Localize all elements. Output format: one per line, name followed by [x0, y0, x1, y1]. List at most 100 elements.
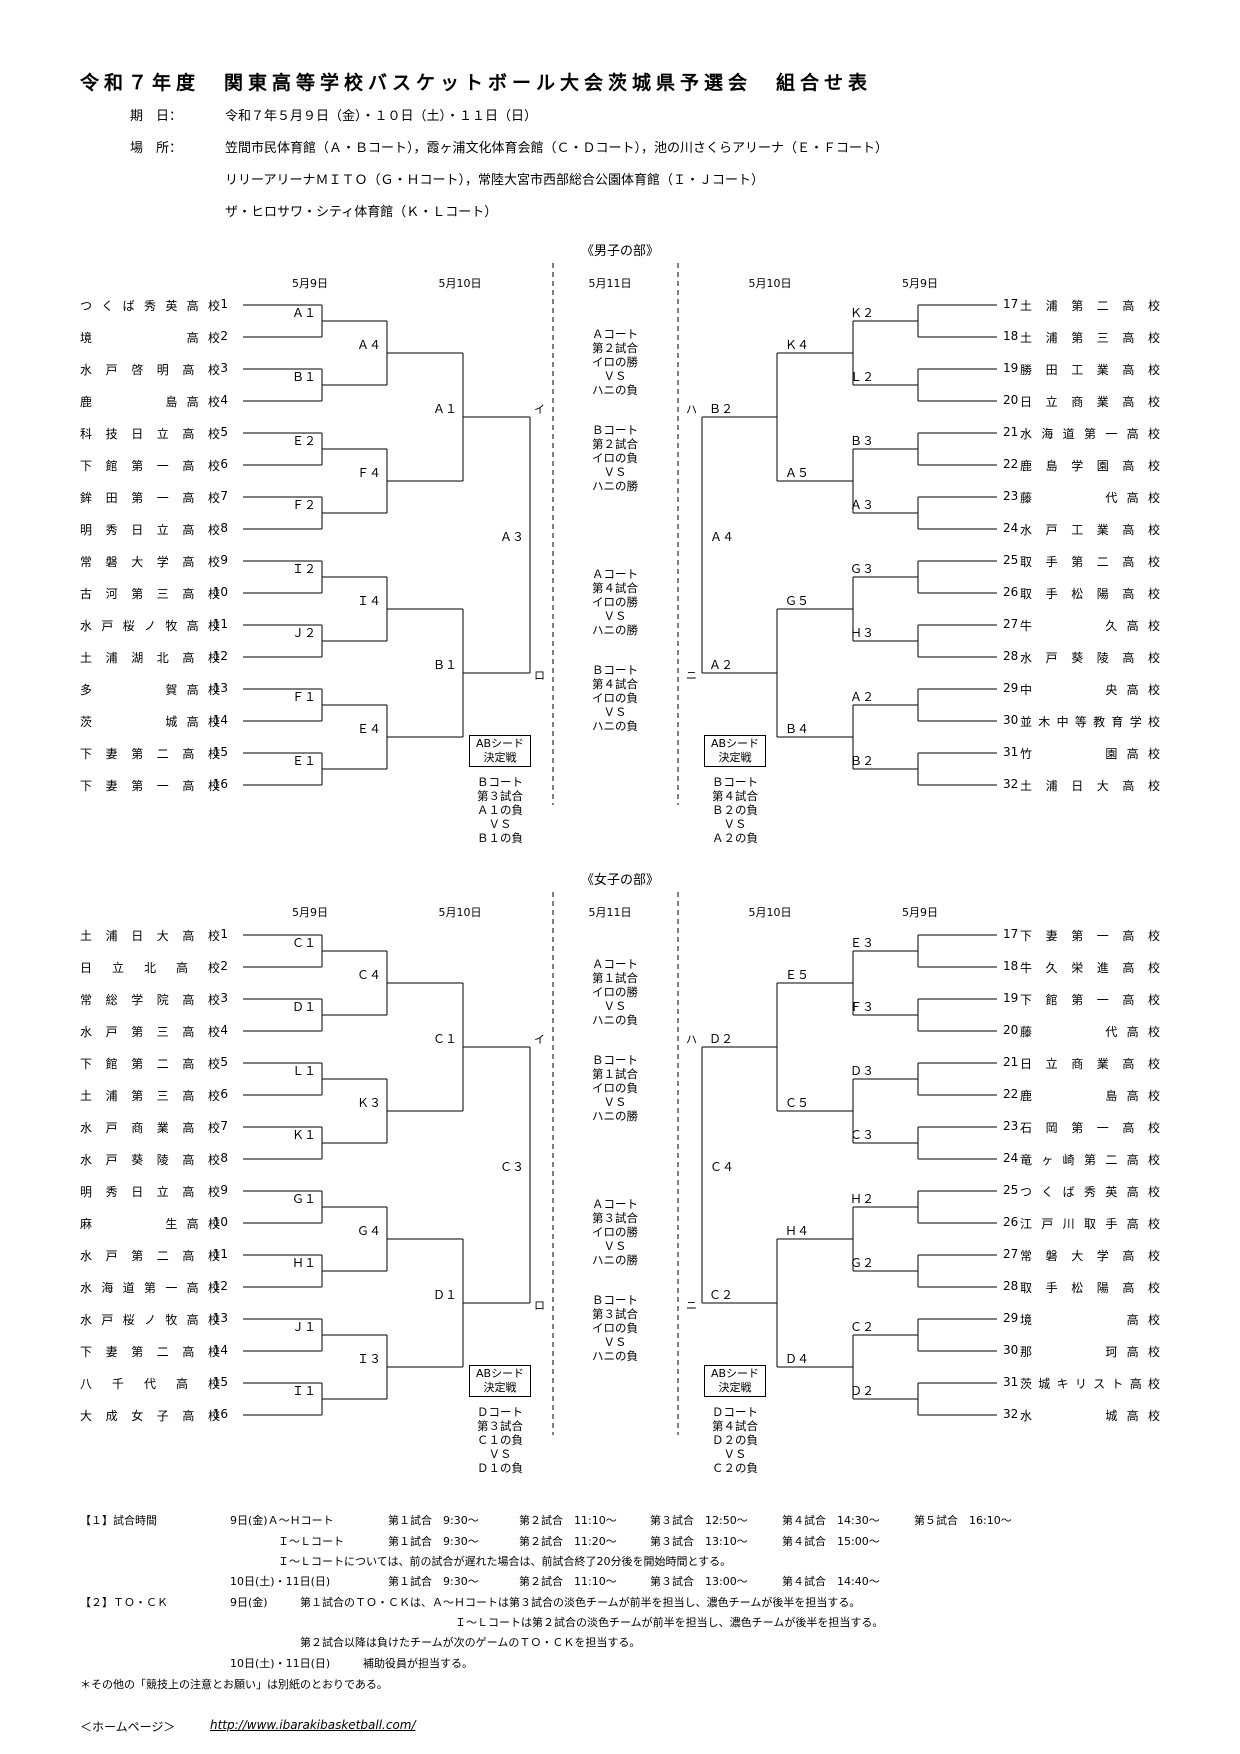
girls-team-number-left: 10 [212, 1215, 228, 1229]
girls-seed-box-line: 決定戦 [718, 1381, 752, 1394]
girls-center-block-line: ＶＳ [603, 1095, 627, 1109]
note1-r1-c: 第２試合 11:10～ [519, 1514, 617, 1527]
note2-line3: 第２試合以降は負けたチームが次のゲームのＴＯ・ＣＫを担当する。 [300, 1636, 641, 1649]
boys-team-left: 科技日立高校 [80, 427, 220, 441]
boys-team-left: 下館第一高校 [80, 459, 220, 473]
girls-team-number-right: 32 [1003, 1407, 1019, 1421]
boys-center-block-line: ハニの勝 [592, 479, 638, 493]
boys-team-right: 水海道第一高校 [1020, 427, 1160, 441]
boys-seed-box-line: 決定戦 [483, 751, 517, 764]
boys-team-right: 鹿島学園高校 [1020, 459, 1160, 473]
girls-center-block-line: ハニの勝 [592, 1253, 638, 1267]
girls-seed-box-line: 決定戦 [483, 1381, 517, 1394]
boys-team-left: 古河第三高校 [80, 587, 220, 601]
boys-team-number-left: 9 [220, 553, 228, 567]
girls-center-block-line: イロの負 [592, 1321, 638, 1335]
note2-line4-text: 補助役員が担当する。 [363, 1657, 473, 1670]
girls-center-block-line: イロの勝 [592, 1225, 638, 1239]
boys-center-block-line: ハニの負 [592, 383, 638, 397]
girls-team-left: 水戸商業高校 [80, 1121, 220, 1135]
girls-game-left-r1: Ｉ１ [291, 1384, 316, 1398]
boys-date-header: 5月11日 [588, 277, 632, 290]
girls-team-right: 常磐大学高校 [1020, 1249, 1160, 1263]
girls-center-block-line: Ａコート [592, 1197, 638, 1211]
note1-extra: Ｉ～Ｌコートについては、前の試合が遅れた場合は、前試合終了20分後を開始時間とす… [278, 1555, 732, 1568]
girls-team-number-right: 24 [1003, 1151, 1019, 1165]
girls-team-right: 下妻第一高校 [1020, 929, 1160, 943]
girls-team-left: 明秀日立高校 [80, 1185, 220, 1199]
boys-center-block-line: Ｂコート [592, 663, 638, 677]
girls-seed-detail-line: Ｄコート [712, 1405, 758, 1419]
boys-center-block-line: 第４試合 [592, 677, 638, 691]
boys-center-block-line: ＶＳ [603, 705, 627, 719]
girls-game-left-r1: Ｃ１ [291, 936, 316, 950]
boys-game-right-r2: Ｋ４ [785, 338, 810, 352]
boys-game-left-r1: Ａ１ [291, 306, 316, 320]
boys-team-number-right: 26 [1003, 585, 1019, 599]
girls-team-left: 八千代高校 [80, 1377, 220, 1391]
boys-team-right: 土浦第二高校 [1020, 299, 1160, 313]
girls-game-left-r2: Ｋ３ [356, 1096, 381, 1110]
girls-team-left: 水戸第二高校 [80, 1249, 220, 1263]
boys-seed-box-line: ABシード [475, 737, 525, 750]
boys-game-right-r1: Ｂ２ [850, 754, 875, 768]
boys-game-right-r1: Ｇ３ [850, 562, 875, 576]
boys-game-left-r1: Ｅ２ [291, 434, 316, 448]
note1-r2-c: 第２試合 11:20～ [519, 1535, 617, 1548]
boys-team-number-right: 24 [1003, 521, 1019, 535]
boys-team-number-left: 10 [212, 585, 228, 599]
girls-team-left: 水戸桜ノ牧高校 [80, 1313, 220, 1327]
girls-center-block-line: ＶＳ [603, 1335, 627, 1349]
girls-center-block-line: 第３試合 [592, 1211, 638, 1225]
boys-team-number-left: 7 [220, 489, 228, 503]
girls-seed-detail-line: Ｃ１の負 [477, 1433, 523, 1447]
boys-seed-detail-line: Ｂコート [477, 775, 523, 789]
girls-game-left-r4: Ｃ３ [499, 1160, 524, 1174]
girls-game-left-r1: Ｈ１ [291, 1256, 316, 1270]
boys-seed-detail-line: ＶＳ [723, 817, 747, 831]
girls-team-right: 藤 代高校 [1020, 1025, 1160, 1039]
girls-team-number-left: 9 [220, 1183, 228, 1197]
girls-game-right-r3: Ｄ２ [709, 1032, 734, 1046]
boys-team-right: 取手第二高校 [1020, 555, 1160, 569]
girls-game-left-r1: Ｇ１ [291, 1192, 316, 1206]
boys-seed-detail-line: Ｂコート [712, 775, 758, 789]
girls-team-number-right: 17 [1003, 927, 1019, 941]
boys-team-number-right: 25 [1003, 553, 1019, 567]
girls-center-block-line: Ｂコート [592, 1293, 638, 1307]
boys-team-number-right: 23 [1003, 489, 1019, 503]
other-note: ＊その他の「競技上の注意とお願い」は別紙のとおりである。 [80, 1678, 388, 1691]
girls-seed-detail-line: ＶＳ [488, 1447, 512, 1461]
boys-team-right: 竹 園高校 [1020, 747, 1160, 761]
boys-seed-detail-line: 第３試合 [477, 789, 523, 803]
girls-game-left-r1: Ｋ１ [291, 1128, 316, 1142]
girls-center-block-line: イロの勝 [592, 985, 638, 999]
boys-team-number-right: 29 [1003, 681, 1019, 695]
boys-team-right: 牛 久高校 [1020, 619, 1160, 633]
boys-team-left: 土浦湖北高校 [80, 651, 220, 665]
place-line-2: リリーアリーナＭＩＴＯ（Ｇ・Ｈコート），常陸大宮市西部総合公園体育館（Ｉ・Ｊコー… [225, 173, 764, 188]
boys-team-right: 取手松陽高校 [1020, 587, 1160, 601]
girls-team-left: 日立北高校 [80, 961, 220, 975]
girls-center-block-line: ハニの負 [592, 1013, 638, 1027]
boys-date-header: 5月9日 [902, 277, 938, 290]
girls-seed-detail-line: Ｄ１の負 [477, 1461, 523, 1475]
girls-center-block-line: Ｂコート [592, 1053, 638, 1067]
note2-line1: 第１試合のＴＯ・ＣＫは、Ａ～Ｈコートは第３試合の淡色チームが前半を担当し、濃色チ… [300, 1596, 861, 1609]
boys-team-right: 日立商業高校 [1020, 395, 1160, 409]
boys-game-left-r2: Ａ４ [356, 338, 381, 352]
boys-team-number-left: 15 [212, 745, 228, 759]
boys-seed-detail-line: ＶＳ [488, 817, 512, 831]
girls-team-left: 常総学院高校 [80, 993, 220, 1007]
homepage-link[interactable]: http://www.ibarakibasketball.com/ [210, 1718, 416, 1732]
place-label: 場 所： [130, 141, 183, 156]
girls-team-right: 水 城高校 [1020, 1409, 1160, 1423]
boys-center-block-line: ＶＳ [603, 465, 627, 479]
boys-team-number-right: 28 [1003, 649, 1019, 663]
